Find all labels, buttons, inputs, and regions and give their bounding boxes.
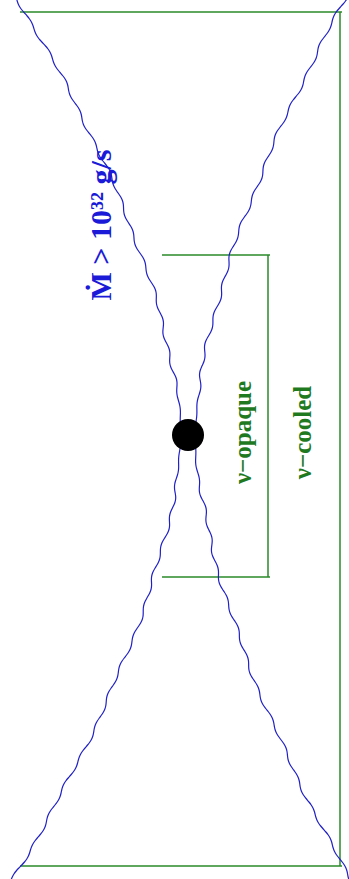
disk-edge (11, 0, 181, 879)
bracket-lines (20, 12, 342, 866)
bracket-line (339, 12, 341, 866)
bracket-tick (20, 11, 342, 13)
region-label: ν−cooled (291, 385, 316, 478)
bracket-line (267, 255, 269, 577)
disk-edge (195, 0, 349, 879)
bracket-tick (162, 576, 270, 578)
disk-outline (11, 0, 349, 879)
accretion-rate: Ṁ > 10³² g/s (86, 150, 116, 301)
region-label: ν−opaque (230, 380, 255, 483)
bracket-tick (162, 254, 270, 256)
black-hole (172, 419, 204, 451)
bracket-tick (20, 865, 342, 867)
